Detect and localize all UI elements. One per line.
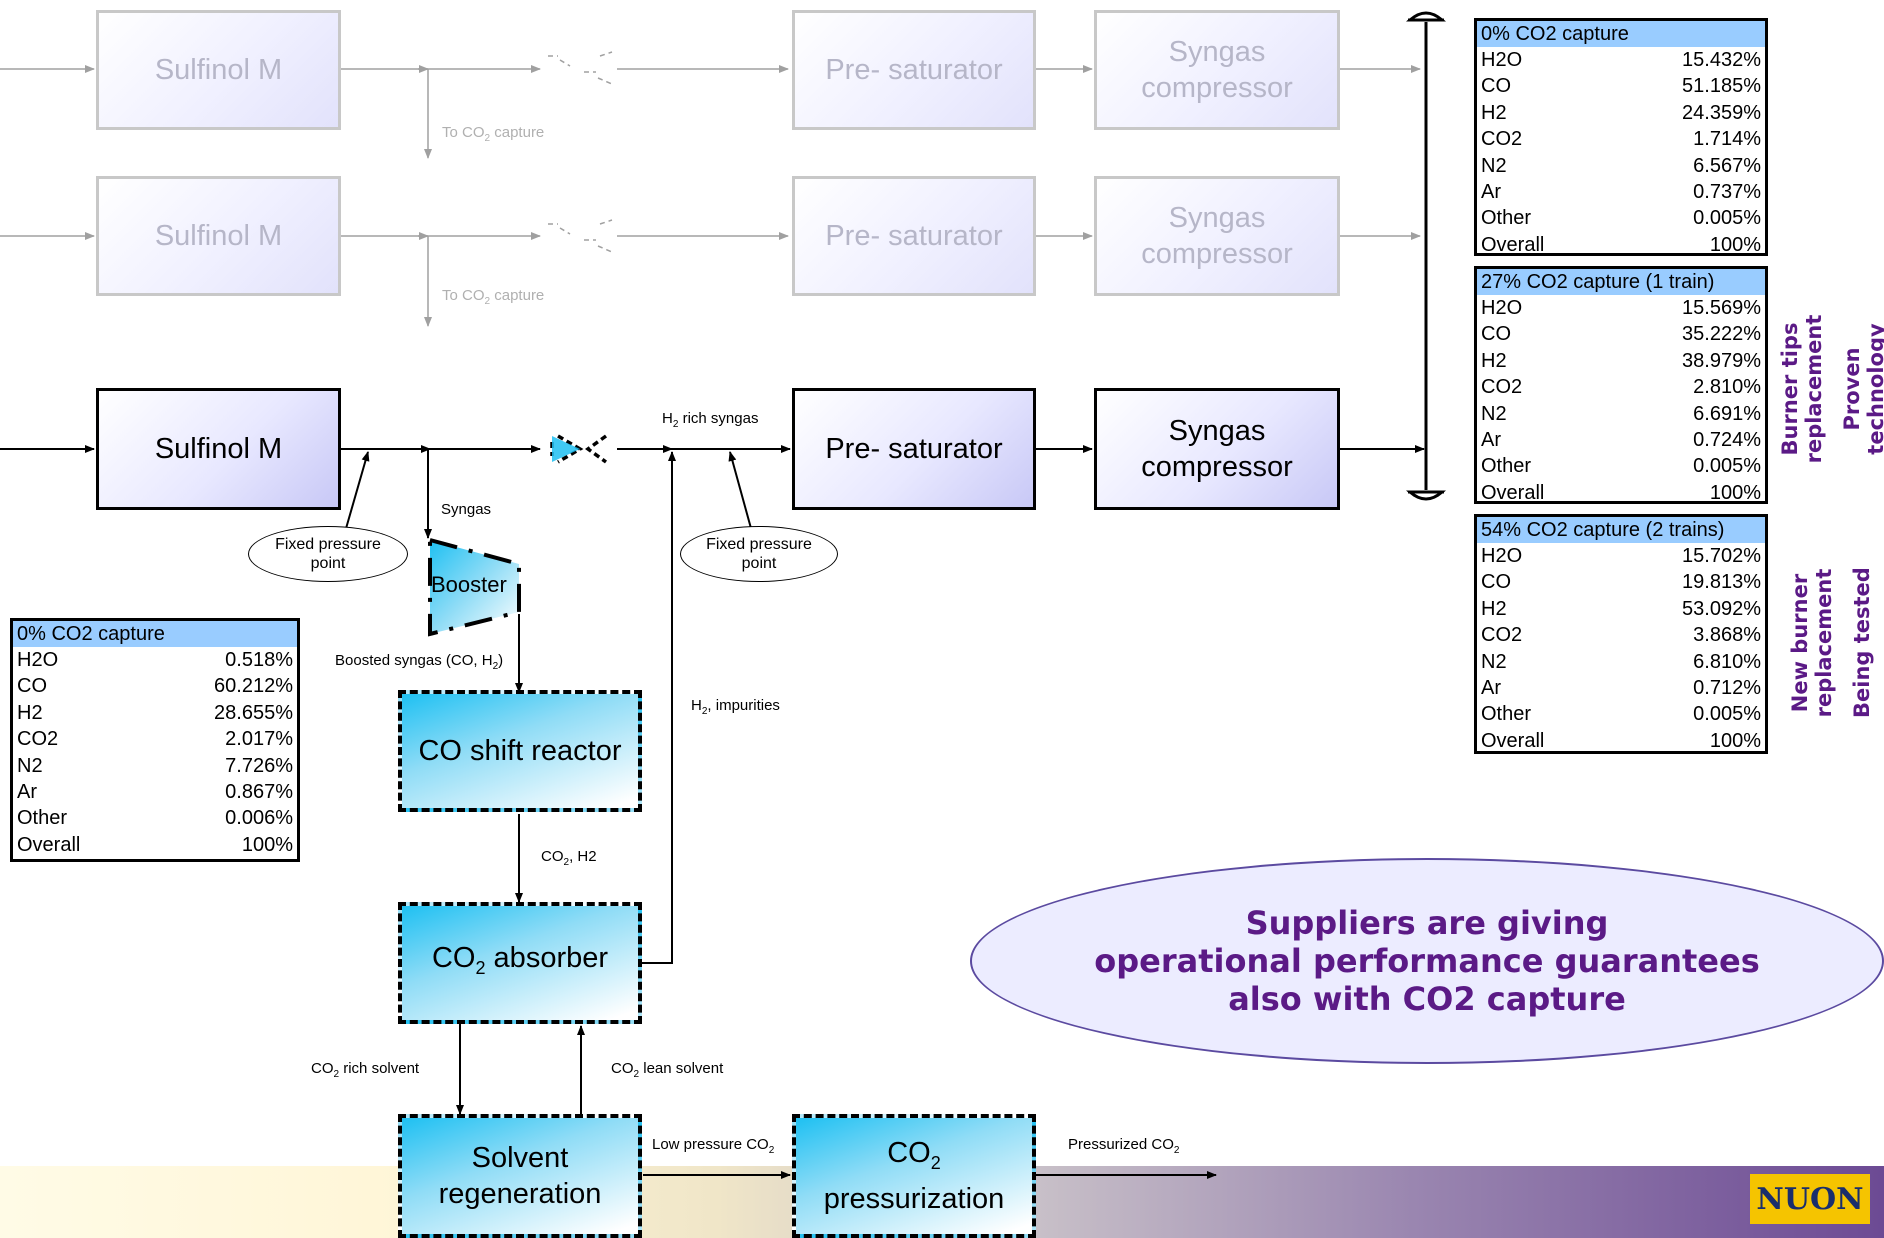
co-shift-reactor: CO shift reactor xyxy=(398,690,642,812)
table-title: 0% CO2 capture xyxy=(1477,21,1765,47)
nuon-logo: NUON xyxy=(1750,1174,1870,1224)
table-title: 0% CO2 capture xyxy=(13,621,297,647)
presaturator-unit: Pre- saturator xyxy=(792,388,1036,510)
compressor-unit-ghost-1: Syngas compressor xyxy=(1094,10,1340,130)
co-shift-label: CO shift reactor xyxy=(418,735,622,767)
presaturator-label: Pre- saturator xyxy=(825,54,1003,86)
presaturator-unit-ghost-2: Pre- saturator xyxy=(792,176,1036,296)
table-title: 27% CO2 capture (1 train) xyxy=(1477,269,1765,295)
lean-solvent-label: CO2 lean solvent xyxy=(611,1060,724,1080)
booster-label: Booster xyxy=(431,572,507,597)
being-tested-note: Being tested xyxy=(1850,567,1874,718)
boosted-syngas-label: Boosted syngas (CO, H2) xyxy=(335,652,504,672)
booster-shape xyxy=(428,537,521,637)
low-pressure-co2-label: Low pressure CO2 xyxy=(652,1136,775,1156)
sulfinol-label: Sulfinol M xyxy=(154,433,283,465)
compressor-label-line2: compressor xyxy=(1141,72,1293,104)
compressor-label-line1: Syngas xyxy=(1168,415,1266,447)
compressor-label-line1: Syngas xyxy=(1168,36,1266,68)
to-capture-label-1: To CO2 capture xyxy=(442,124,545,144)
compressor-unit: Syngas compressor xyxy=(1094,388,1340,510)
co2-pressurization-overlay: CO2 pressurization xyxy=(792,1114,1036,1238)
syngas-label: Syngas xyxy=(441,501,492,518)
sulfinol-unit: Sulfinol M xyxy=(96,388,341,510)
sulfinol-unit-ghost-1: Sulfinol M xyxy=(96,10,341,130)
compressor-label-line1: Syngas xyxy=(1168,202,1266,234)
h2-rich-syngas-label: H2 rich syngas xyxy=(662,410,759,430)
compressor-label-line2: compressor xyxy=(1141,238,1293,270)
pressurized-co2-label: Pressurized CO2 xyxy=(1068,1136,1180,1156)
regeneration-label-line2: regeneration xyxy=(438,1178,602,1210)
h2-impurities-label: H2, impurities xyxy=(691,697,780,717)
table-title: 54% CO2 capture (2 trains) xyxy=(1477,517,1765,543)
compressor-label-line2: compressor xyxy=(1141,451,1293,483)
presaturator-label: Pre- saturator xyxy=(825,433,1003,465)
presaturator-label: Pre- saturator xyxy=(825,220,1003,252)
co2-absorber: CO2 absorber xyxy=(398,902,642,1024)
sulfinol-label: Sulfinol M xyxy=(154,220,283,252)
absorber-label: CO2 absorber xyxy=(431,942,609,978)
regeneration-label-line1: Solvent xyxy=(471,1142,569,1174)
sulfinol-unit-ghost-2: Sulfinol M xyxy=(96,176,341,296)
pressurization-label-line1: CO2 xyxy=(887,1137,941,1173)
solvent-regeneration-overlay: Solvent regeneration xyxy=(398,1114,642,1238)
presaturator-unit-ghost-1: Pre- saturator xyxy=(792,10,1036,130)
co2-h2-label: CO2, H2 xyxy=(541,848,597,868)
compressor-unit-ghost-2: Syngas compressor xyxy=(1094,176,1340,296)
to-capture-label-2: To CO2 capture xyxy=(442,287,545,307)
sulfinol-label: Sulfinol M xyxy=(154,54,283,86)
pressurization-label-line2: pressurization xyxy=(823,1182,1005,1215)
rich-solvent-label: CO2 rich solvent xyxy=(311,1060,420,1080)
